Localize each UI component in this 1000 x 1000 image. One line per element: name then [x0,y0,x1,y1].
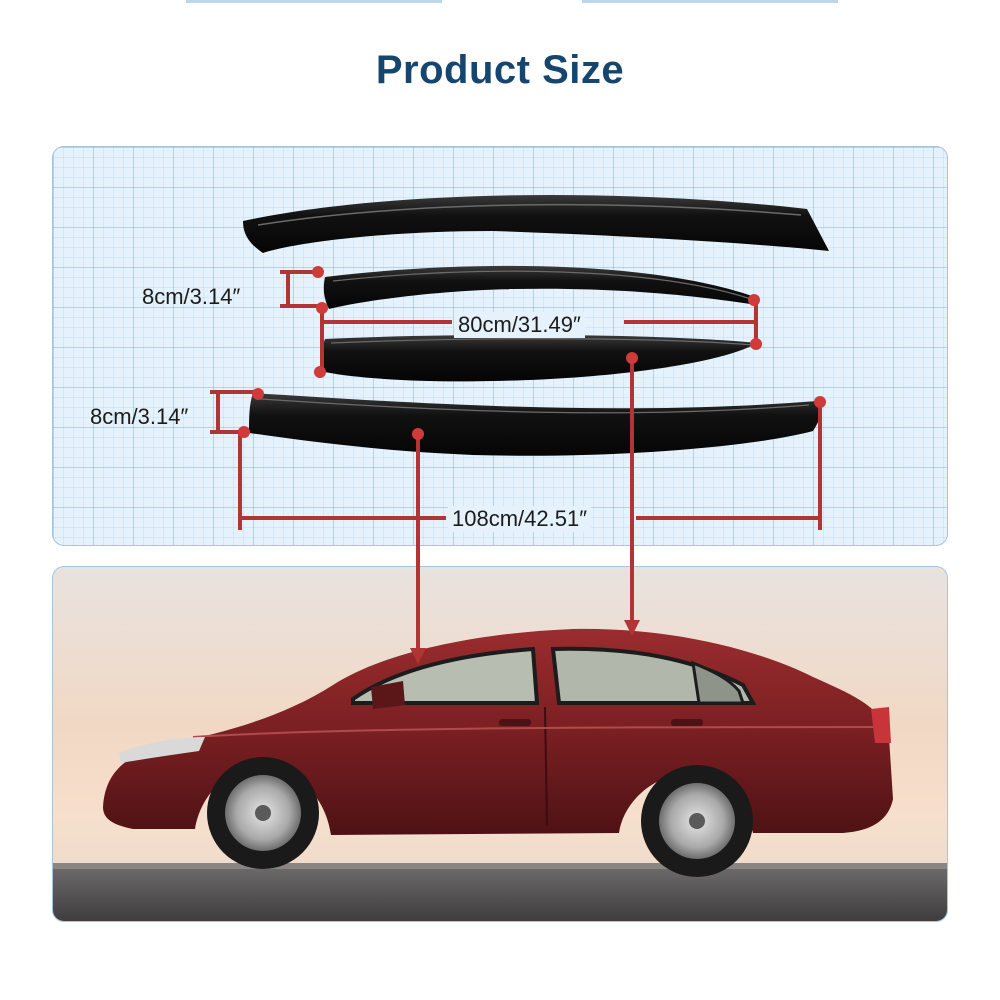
header-divider-right [582,0,838,3]
side-mirror [371,681,405,709]
front-hub [255,805,271,821]
visor-front-upper [323,265,757,309]
front-height-label: 8cm/3.14″ [142,284,241,309]
front-door-handle [499,719,531,726]
quarter-window [691,660,746,705]
road [53,867,947,921]
visor-rear-long [249,393,821,456]
road-shoulder [53,863,947,869]
door-seam [544,706,548,826]
front-length-label: 80cm/31.49″ [454,312,585,338]
car-illustration [53,628,947,921]
rear-height-label: 8cm/3.14″ [90,404,189,429]
visor-top-long [243,195,829,253]
page-title: Product Size [375,48,625,92]
rear-hub [689,813,705,829]
headlight [119,737,205,763]
visor-front-upper-highlight [332,270,752,300]
header-divider-left [186,0,442,3]
side-crease [192,726,884,738]
taillight [871,707,891,743]
rear-length-label: 108cm/42.51″ [448,506,591,532]
rear-door-handle [671,719,703,726]
visor-diagram-panel [52,146,948,546]
visor-top-highlight [257,203,802,226]
visor-diagram [243,195,829,456]
car-photo-panel [52,566,948,922]
